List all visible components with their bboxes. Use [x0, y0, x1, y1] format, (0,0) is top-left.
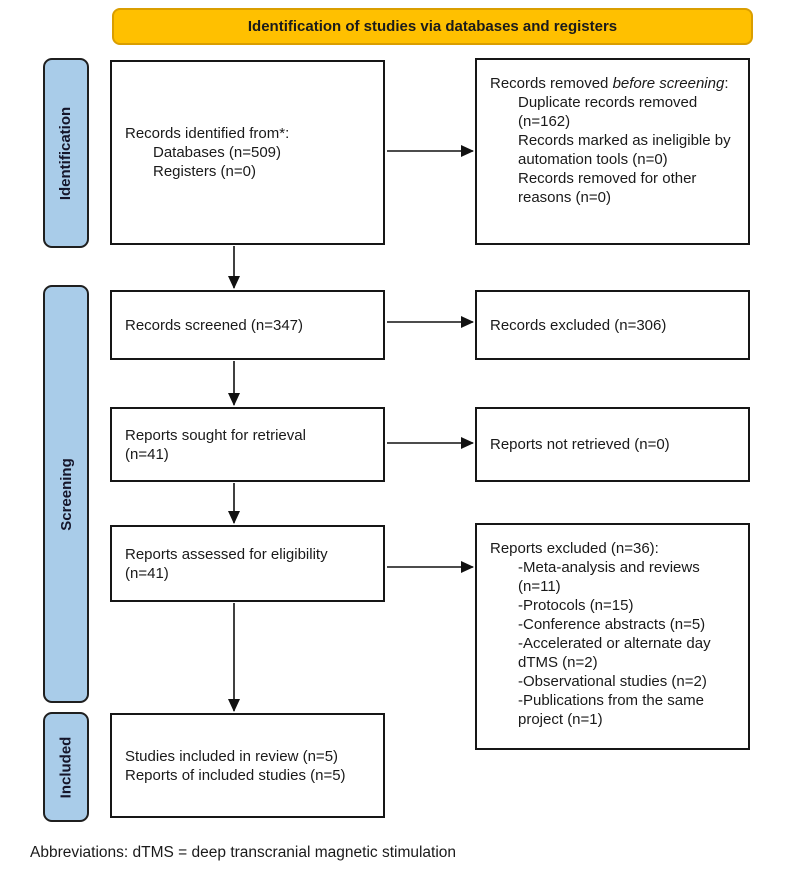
records-identified-item-databases: Databases (n=509) [153, 144, 281, 161]
reports-sought-box: Reports sought for retrieval (n=41) [110, 407, 385, 482]
records-screened-text: Records screened (n=347) [125, 316, 304, 334]
reports-sought-text: Reports sought for retrieval (n=41) [125, 426, 306, 463]
reports-excluded-box: Reports excluded (n=36): -Meta-analysis … [475, 523, 750, 750]
records-removed-box: Records removed before screening: Duplic… [475, 58, 750, 245]
stage-screening-label: Screening [57, 457, 75, 531]
records-removed-title-italic: before screening [612, 75, 725, 92]
reports-assessed-text: Reports assessed for eligibility (n=41) [125, 545, 328, 582]
records-removed-item-duplicates: Duplicate records removed (n=162) [518, 94, 698, 130]
stage-identification: Identification [43, 58, 89, 248]
reports-excluded-item-meta: -Meta-analysis and reviews (n=11) [518, 559, 700, 595]
records-excluded-box: Records excluded (n=306) [475, 290, 750, 360]
reports-excluded-title: Reports excluded (n=36): [490, 540, 659, 557]
studies-included-line: Studies included in review (n=5) [125, 747, 339, 765]
records-removed-item-other: Records removed for other reasons (n=0) [518, 170, 697, 206]
reports-excluded-item-accelerated: -Accelerated or alternate day dTMS (n=2) [518, 635, 711, 671]
records-identified-item-registers: Registers (n=0) [153, 163, 256, 180]
records-removed-title: Records removed before screening: [490, 75, 729, 92]
reports-not-retrieved-text: Reports not retrieved (n=0) [490, 436, 670, 453]
records-identified-title: Records identified from*: [125, 125, 290, 142]
banner: Identification of studies via databases … [112, 8, 753, 45]
stage-included-label: Included [57, 736, 75, 798]
reports-included-line: Reports of included studies (n=5) [125, 766, 346, 784]
stage-screening: Screening [43, 285, 89, 703]
studies-included-box: Studies included in review (n=5) Reports… [110, 713, 385, 818]
records-identified-box: Records identified from*: Databases (n=5… [110, 60, 385, 245]
abbreviations-note: Abbreviations: dTMS = deep transcranial … [30, 844, 457, 861]
stage-identification-label: Identification [57, 106, 75, 200]
reports-assessed-box: Reports assessed for eligibility (n=41) [110, 525, 385, 602]
records-removed-item-automation: Records marked as ineligible by automati… [518, 132, 731, 168]
reports-not-retrieved-box: Reports not retrieved (n=0) [475, 407, 750, 482]
records-screened-box: Records screened (n=347) [110, 290, 385, 360]
reports-excluded-item-publications: -Publications from the same project (n=1… [518, 692, 704, 728]
reports-excluded-item-protocols: -Protocols (n=15) [518, 597, 634, 614]
banner-title: Identification of studies via databases … [247, 18, 618, 35]
records-excluded-text: Records excluded (n=306) [490, 316, 667, 334]
reports-excluded-item-abstracts: -Conference abstracts (n=5) [518, 616, 706, 633]
reports-excluded-item-observational: -Observational studies (n=2) [518, 673, 707, 690]
stage-included: Included [43, 712, 89, 822]
